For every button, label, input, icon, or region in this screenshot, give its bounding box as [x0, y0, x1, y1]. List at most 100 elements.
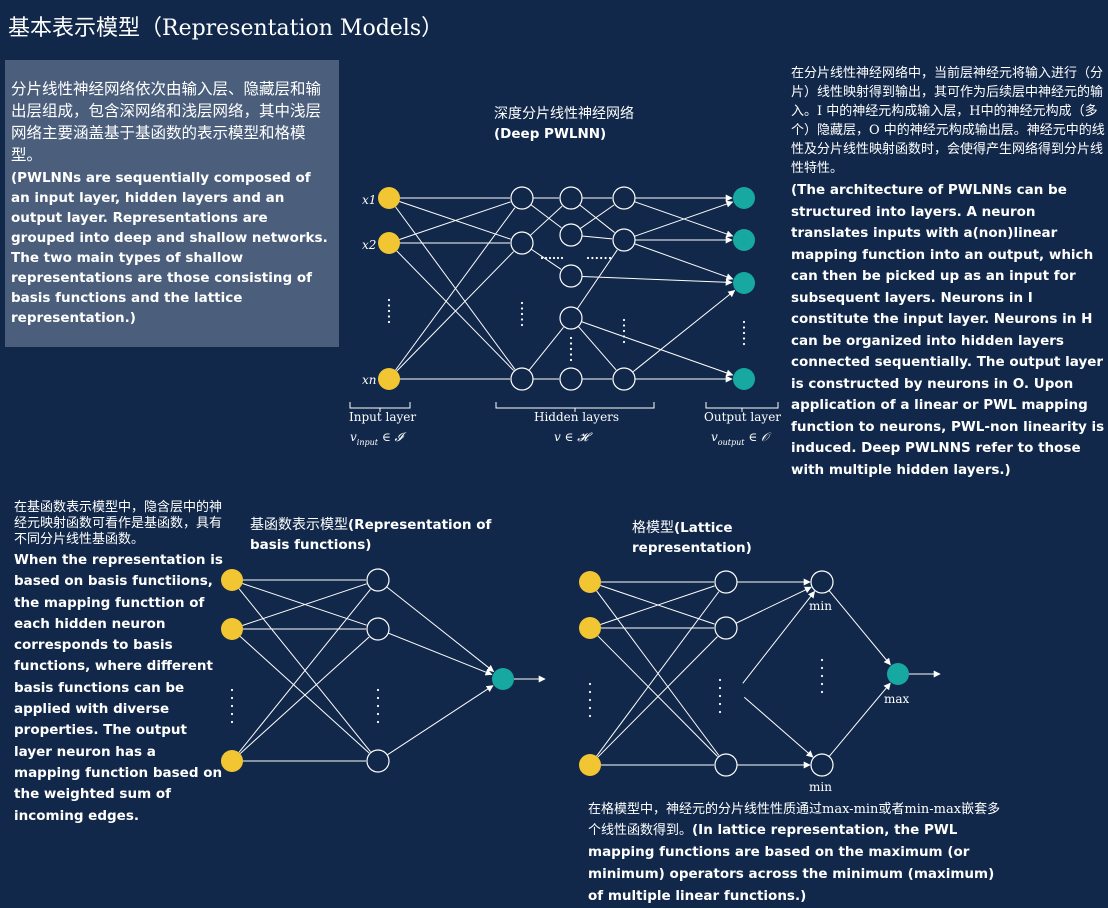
deep-hidden-node	[559, 367, 583, 391]
lattice-edge-input-hidden	[596, 591, 720, 757]
deep-edge-hidden	[530, 204, 562, 229]
deep-edge-hidden	[528, 327, 564, 371]
deep-hidden-node	[559, 306, 583, 330]
basis-hidden-node	[366, 568, 390, 592]
deep-hidden-node	[559, 186, 583, 210]
lattice-input-ellipsis	[588, 714, 592, 718]
deep-hidden-h-ellipsis	[560, 256, 564, 260]
deep-edge-hidden	[579, 204, 615, 233]
deep-output-ellipsis	[742, 320, 746, 324]
deep-edge-hidden	[530, 248, 562, 270]
deep-output-ellipsis	[742, 326, 746, 329]
lattice-max-label: max	[884, 692, 910, 706]
basis-model-title-en: (Representation of basis functions)	[250, 517, 492, 553]
deep-edge-hidden	[577, 325, 617, 371]
lattice-edge-hidden-min	[743, 696, 814, 758]
lattice-min-ellipsis	[820, 690, 824, 694]
lattice-input-node	[579, 617, 601, 639]
deep-hidden3-ellipsis	[622, 335, 626, 338]
deep-input-node-1	[378, 187, 400, 209]
deep-hidden-node	[510, 231, 534, 255]
deep-hidden-node	[559, 264, 583, 288]
deep-hidden1-ellipsis	[520, 307, 524, 310]
lattice-hidden-ellipsis	[718, 694, 722, 698]
page-title: 基本表示模型（Representation Models）	[8, 16, 444, 41]
deep-input-ellipsis	[387, 298, 391, 302]
deep-hidden-h-ellipsis	[595, 256, 598, 260]
basis-hidden-ellipsis	[376, 704, 380, 708]
lattice-edge-min-max	[828, 590, 891, 666]
basis-model-title: 基函数表示模型(Representation of basis function…	[250, 515, 510, 555]
basis-input-ellipsis	[230, 704, 234, 708]
deep-output-ellipsis	[742, 337, 746, 340]
lattice-edge-hidden-min	[735, 586, 812, 624]
lattice-min-node	[810, 570, 834, 594]
output-layer-expr: voutput∈ 𝒪	[711, 430, 772, 447]
lattice-min-ellipsis	[820, 682, 824, 686]
deep-network-title-en: (Deep PWLNN)	[494, 126, 607, 142]
lattice-hidden-ellipsis	[718, 686, 722, 690]
basis-hidden-ellipsis	[376, 720, 380, 724]
lattice-min-label-top: min	[809, 599, 832, 613]
deep-edge-hidden-output	[632, 290, 736, 373]
lattice-input-ellipsis	[588, 690, 592, 694]
deep-hidden-node	[612, 367, 636, 391]
deep-hidden3-ellipsis	[622, 340, 626, 344]
deep-network-description-cn: 在分片线性神经网络中，当前层神经元将输入进行（分片）线性映射得到输出，其可作为后…	[791, 66, 1105, 176]
basis-output-node	[492, 668, 514, 690]
deep-hidden-h-ellipsis	[548, 256, 552, 260]
deep-hidden1-ellipsis	[520, 318, 524, 321]
basis-description-en: When the representation is based on basi…	[14, 552, 223, 824]
deep-input-ellipsis	[387, 320, 391, 324]
basis-hidden-ellipsis	[376, 712, 380, 716]
input-label-xn: xn	[362, 373, 377, 387]
deep-edge-hidden	[529, 205, 563, 236]
basis-input-ellipsis	[230, 712, 234, 716]
basis-hidden-ellipsis	[376, 688, 380, 692]
lattice-hidden-node	[714, 753, 738, 777]
hidden-layers-label: Hidden layers	[534, 410, 619, 424]
input-label-x2: x2	[362, 238, 376, 252]
lattice-model-title: 格模型(Lattice representation)	[632, 518, 782, 558]
deep-network-description: 在分片线性神经网络中，当前层神经元将输入进行（分片）线性映射得到输出，其可作为后…	[791, 64, 1107, 481]
deep-edge-hidden-output	[581, 275, 733, 286]
deep-edge-input-hidden	[399, 201, 511, 240]
deep-output-node	[733, 272, 755, 294]
intro-box: 分片线性神经网络依次由输入层、隐藏层和输出层组成，包含深网络和浅层网络，其中浅层…	[5, 60, 339, 347]
output-layer-brace	[705, 402, 779, 412]
deep-network-title: 深度分片线性神经网络 (Deep PWLNN)	[494, 104, 694, 144]
lattice-min-label-bottom: min	[809, 780, 832, 794]
deep-hidden-node	[510, 186, 534, 210]
lattice-input-node	[579, 571, 601, 593]
input-layer-brace	[349, 402, 411, 412]
lattice-input-ellipsis	[588, 698, 592, 702]
basis-input-ellipsis	[230, 688, 234, 692]
basis-edge-hidden-output	[388, 632, 493, 676]
deep-edge-hidden	[576, 249, 618, 310]
deep-input-ellipsis	[387, 315, 391, 318]
lattice-input-ellipsis	[588, 706, 592, 710]
lattice-min-node	[810, 753, 834, 777]
deep-network-description-en: (The architecture of PWLNNs can be struc…	[791, 182, 1105, 478]
lattice-hidden-node	[714, 616, 738, 640]
lattice-max-node	[887, 663, 909, 685]
basis-hidden-node	[366, 749, 390, 773]
deep-edge-hidden	[581, 235, 613, 240]
deep-hidden-h-ellipsis	[600, 256, 603, 260]
lattice-edge-input-hidden	[597, 636, 718, 758]
lattice-model-title-cn: 格模型	[632, 520, 674, 536]
lattice-description-cn: 在格模型中，神经元的分片线性性质通过max-min或者min-max嵌套多个线性…	[588, 802, 1001, 838]
deep-edge-hidden	[579, 204, 615, 230]
basis-input-node	[221, 750, 243, 772]
basis-input-node	[221, 618, 243, 640]
basis-description: 在基函数表示模型中，隐含层中的神经元映射函数可看作是基函数，具有不同分片线性基函…	[14, 500, 224, 827]
deep-hidden1-ellipsis	[520, 301, 524, 305]
deep-hidden-h-ellipsis	[586, 256, 590, 260]
deep-edge-input-hidden	[395, 207, 516, 371]
deep-hidden-h-ellipsis	[540, 256, 544, 260]
deep-hidden-node	[612, 186, 636, 210]
deep-output-node	[733, 187, 755, 209]
basis-hidden-node	[366, 617, 390, 641]
deep-input-labels: x1 x2 xn	[362, 193, 377, 387]
